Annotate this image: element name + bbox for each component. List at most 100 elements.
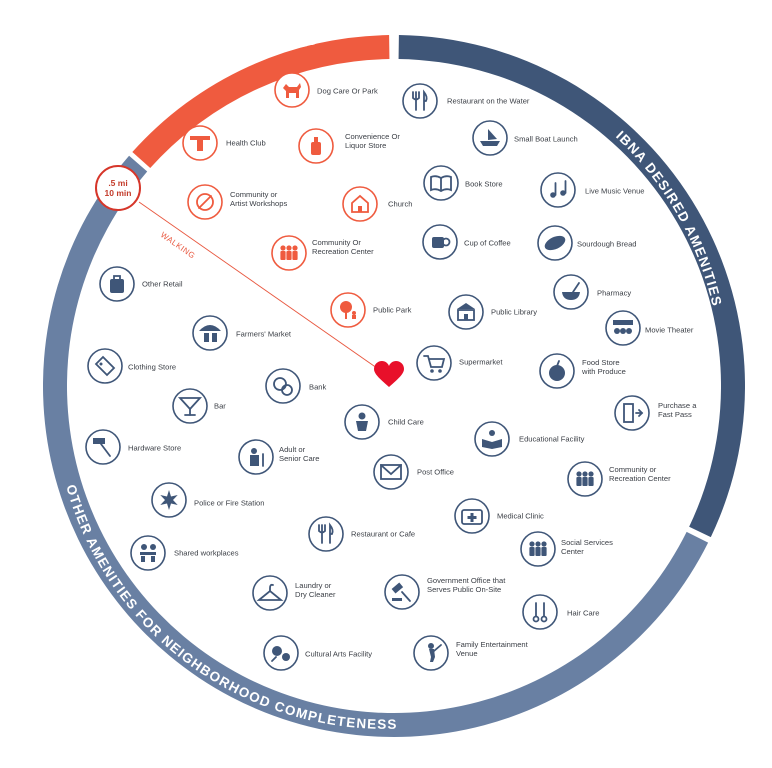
cart-icon [423, 355, 446, 373]
amenity-label: Clothing Store [128, 363, 176, 372]
coins-icon [273, 377, 293, 396]
amenity-item: Cup of Coffee [422, 224, 511, 260]
amenity-item: Police or Fire Station [151, 482, 264, 518]
golfer-icon [428, 643, 442, 662]
walking-line [138, 201, 385, 374]
walking-label: WALKING [159, 230, 197, 260]
walk-distance: .5 mi [108, 178, 127, 188]
door-icon [623, 403, 644, 423]
scissors-icon [532, 602, 548, 623]
amenity-item: Dog Care Or Park [274, 72, 378, 108]
amenity-item: Public Library [448, 294, 537, 330]
medical-kit-icon [461, 509, 483, 525]
heart-icon [374, 361, 404, 387]
amenity-label: Book Store [465, 180, 503, 189]
amenity-icon-badge [87, 348, 123, 384]
amenity-label: Restaurant on the Water [447, 97, 530, 106]
music-icon [550, 180, 567, 198]
bread-icon [544, 235, 566, 251]
amenity-label: Medical Clinic [497, 512, 544, 521]
amenity-item: Restaurant on the Water [402, 83, 530, 119]
amenity-label: Restaurant or Cafe [351, 530, 415, 539]
church-icon [351, 194, 369, 213]
amenity-label: Dog Care Or Park [317, 87, 378, 96]
park-icon [340, 301, 356, 319]
amenity-label: Educational Facility [519, 435, 585, 444]
amenity-icon-badge [614, 395, 650, 431]
cup-icon [432, 237, 451, 248]
senior-icon [250, 448, 264, 467]
theater-icon [613, 320, 633, 334]
amenity-item: Hardware Store [85, 429, 181, 465]
hammer-icon [93, 438, 111, 457]
amenity-label: Other Retail [142, 280, 183, 289]
amenity-label: Bar [214, 402, 226, 411]
walk-distance-badge [95, 165, 141, 211]
amenity-label: Public Library [491, 308, 537, 317]
amenity-item: Health Club [182, 125, 266, 161]
amenity-item: Pharmacy [553, 274, 631, 310]
bottle-icon [311, 137, 321, 155]
amenity-label: Public Park [373, 306, 412, 315]
walk-time: 10 min [105, 188, 132, 198]
other-amenities-arc [42, 155, 709, 738]
arts-icon [271, 646, 290, 662]
amenity-item: Book Store [423, 165, 503, 201]
amenity-item: Movie Theater [605, 310, 694, 346]
mortar-icon [562, 282, 580, 300]
paint-icon [196, 193, 214, 211]
martini-icon [177, 397, 203, 416]
amenity-icon-badge [522, 594, 558, 630]
amenity-label: Health Club [226, 139, 266, 148]
amenity-label: Hair Care [567, 609, 600, 618]
existing-amenities-arc [132, 35, 390, 169]
amenity-item: Bank [265, 368, 327, 404]
amenity-icon-badge [448, 294, 484, 330]
amenity-icon-badge [402, 83, 438, 119]
desired-amenities-arc [398, 35, 745, 538]
amenity-label: Church [388, 200, 412, 209]
dumbbell-icon [190, 136, 210, 151]
amenity-icon-badge [474, 421, 510, 457]
amenity-label: Farmers' Market [236, 330, 292, 339]
amenity-label: Bank [309, 383, 327, 392]
amenity-item: Cultural Arts Facility [263, 635, 372, 671]
amenity-label: Live Music Venue [585, 187, 645, 196]
amenity-item: Public Park [330, 292, 412, 328]
amenity-item: Medical Clinic [454, 498, 544, 534]
amenity-item: Bar [172, 388, 226, 424]
amenity-icon-badge [373, 454, 409, 490]
apple-icon [549, 360, 565, 381]
people-icon [280, 245, 298, 260]
umbrella-icon [199, 325, 221, 342]
amenity-item: Educational Facility [474, 421, 585, 457]
dog-icon [283, 83, 301, 98]
amenity-label: Post Office [417, 468, 454, 477]
amenity-label: Shared workplaces [174, 549, 239, 558]
amenity-icon-badge [252, 575, 288, 611]
amenity-label: Sourdough Bread [577, 240, 637, 249]
amenity-label: Police or Fire Station [194, 499, 264, 508]
amenity-item: Child Care [344, 404, 424, 440]
amenity-icon-badge [192, 315, 228, 351]
star-badge-icon [160, 490, 178, 510]
amenity-item: Small Boat Launch [472, 120, 578, 156]
amenity-label: Child Care [388, 418, 424, 427]
